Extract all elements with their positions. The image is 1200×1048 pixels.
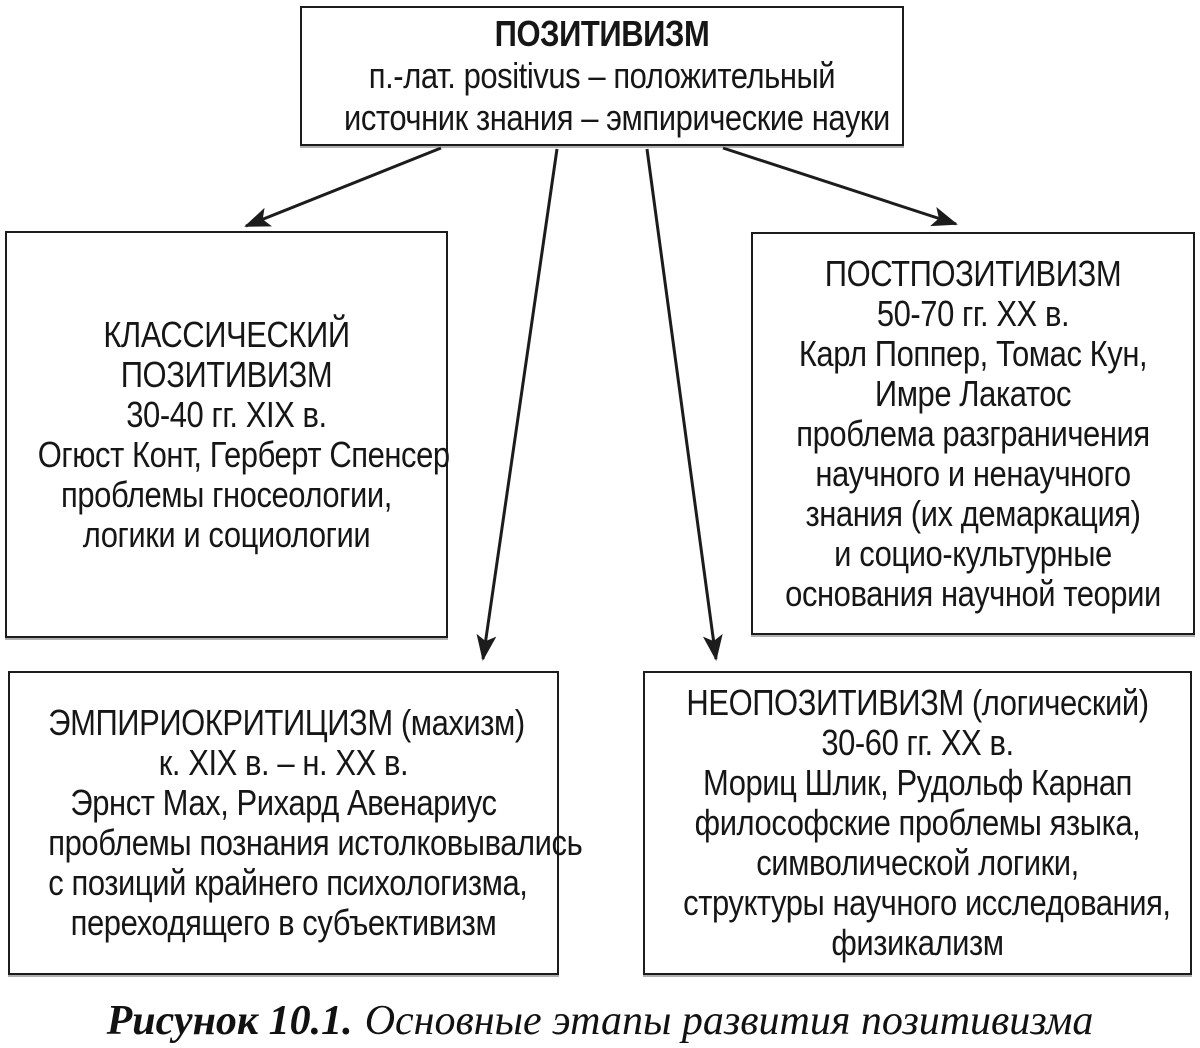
- text-line: 30-40 гг. XIX в.: [126, 393, 327, 435]
- node-positivism-title: ПОЗИТИВИЗМ: [494, 13, 710, 54]
- text-line: Карл Поппер, Томас Кун,: [798, 332, 1148, 374]
- node-neopositivism: НЕОПОЗИТИВИЗМ (логический) 30-60 гг. XX …: [643, 671, 1192, 975]
- text-line: проблема разграничения: [796, 412, 1150, 454]
- node-positivism: ПОЗИТИВИЗМ п.-лат. positivus – положител…: [300, 6, 904, 146]
- node-postpositivism: ПОСТПОЗИТИВИЗМ 50-70 гг. XX в. Карл Попп…: [751, 232, 1195, 635]
- text-line: Мориц Шлик, Рудольф Карнап: [702, 762, 1133, 803]
- node-neopositivism-text: НЕОПОЗИТИВИЗМ (логический) 30-60 гг. XX …: [683, 682, 1171, 963]
- node-postpositivism-text: ПОСТПОЗИТИВИЗМ 50-70 гг. XX в. Карл Попп…: [784, 252, 1162, 614]
- text-line: основания научной теории: [785, 572, 1161, 614]
- text-line: ЭМПИРИОКРИТИЦИЗМ (махизм): [48, 702, 525, 743]
- text-line: знания (их демаркация): [805, 492, 1141, 534]
- node-classical-positivism: КЛАССИЧЕСКИЙ ПОЗИТИВИЗМ 30-40 гг. XIX в.…: [5, 231, 450, 638]
- text-line: с позиций крайнего психологизма,: [48, 862, 528, 903]
- arrow-to-neopositivism: [645, 148, 723, 661]
- text-line: 50-70 гг. XX в.: [876, 292, 1070, 334]
- arrow-to-postpositivism: [722, 146, 958, 227]
- text-line: Имре Лакатос: [874, 372, 1072, 414]
- node-empiriocriticism-text: ЭМПИРИОКРИТИЦИЗМ (махизм) к. XIX в. – н.…: [48, 702, 583, 943]
- text-line: проблемы познания истолковывались: [48, 822, 583, 863]
- text-line: философские проблемы языка,: [694, 802, 1141, 843]
- text-line: проблемы гносеологии,: [61, 473, 392, 515]
- text-line: КЛАССИЧЕСКИЙ: [103, 313, 350, 355]
- text-line: переходящего в субъективизм: [70, 902, 497, 943]
- node-positivism-text: ПОЗИТИВИЗМ п.-лат. positivus – положител…: [344, 13, 890, 139]
- node-empiriocriticism: ЭМПИРИОКРИТИЦИЗМ (махизм) к. XIX в. – н.…: [8, 671, 583, 975]
- arrow-to-classical: [244, 146, 442, 228]
- text-line: 30-60 гг. XX в.: [821, 722, 1014, 763]
- text-line: логики и социологии: [82, 513, 371, 555]
- text-line: источник знания – эмпирические науки: [344, 97, 890, 138]
- text-line: структуры научного исследования,: [683, 882, 1171, 923]
- figure-caption-text: Основные этапы развития позитивизма: [364, 998, 1094, 1044]
- text-line: Эрнст Мах, Рихард Авенариус: [70, 782, 497, 823]
- figure-caption-label: Рисунок 10.1.: [106, 998, 353, 1044]
- figure-caption: Рисунок 10.1.Основные этапы развития поз…: [0, 998, 1200, 1044]
- text-line: научного и ненаучного: [815, 452, 1131, 494]
- text-line: символической логики,: [756, 842, 1079, 883]
- node-classical-text: КЛАССИЧЕСКИЙ ПОЗИТИВИЗМ 30-40 гг. XIX в.…: [37, 313, 450, 555]
- text-line: ПОЗИТИВИЗМ: [120, 353, 333, 395]
- text-line: ПОСТПОЗИТИВИЗМ: [824, 252, 1122, 294]
- text-line: п.-лат. positivus – положительный: [368, 55, 836, 96]
- text-line: Огюст Конт, Герберт Спенсер: [37, 433, 450, 475]
- text-line: и социо-культурные: [834, 532, 1112, 574]
- text-line: физикализм: [831, 922, 1004, 963]
- arrow-to-empiriocriticism: [476, 148, 559, 661]
- text-line: НЕОПОЗИТИВИЗМ (логический): [686, 682, 1149, 723]
- text-line: к. XIX в. – н. XX в.: [158, 742, 409, 783]
